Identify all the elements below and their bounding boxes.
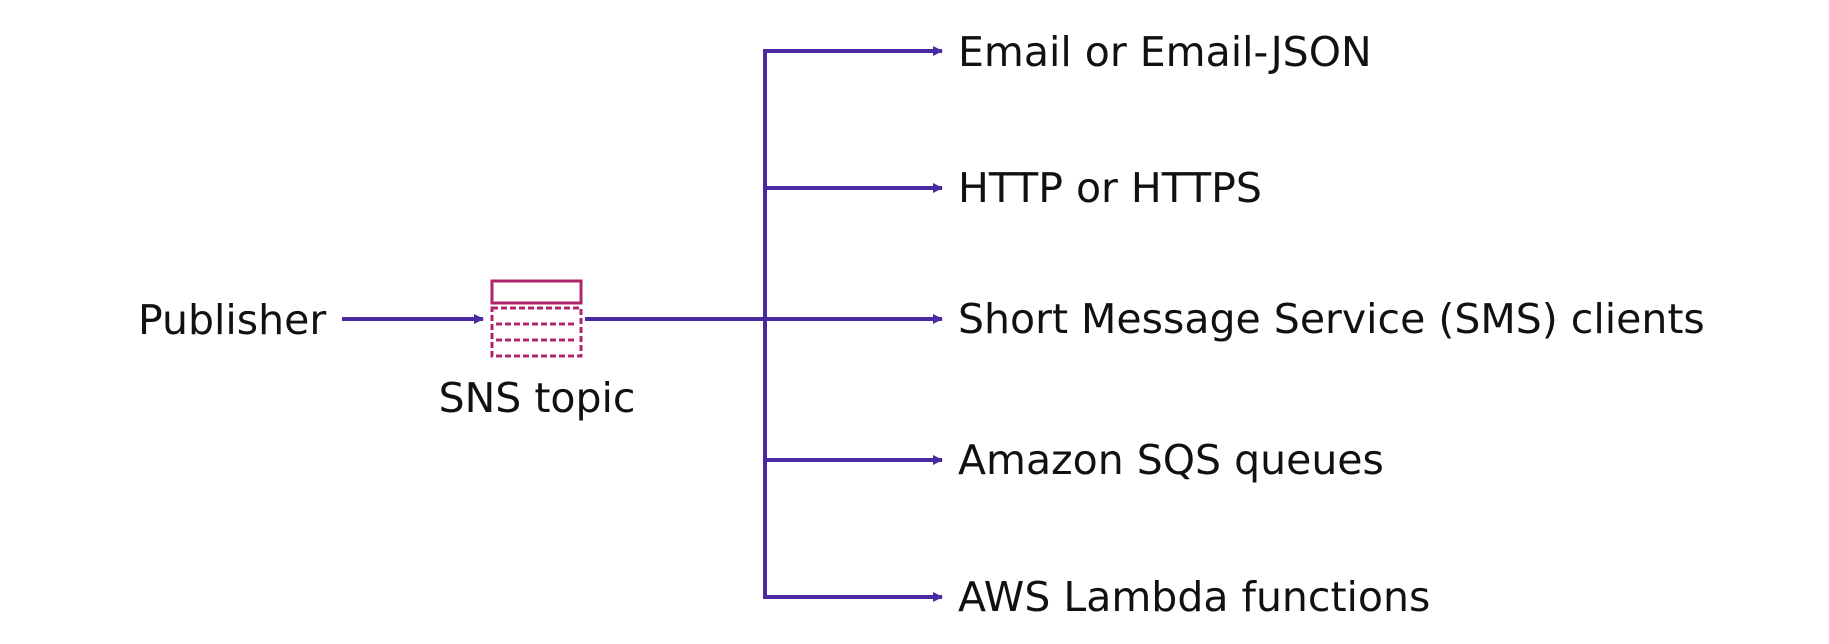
subscriber-label-lambda: AWS Lambda functions <box>958 573 1430 621</box>
topic-label: SNS topic <box>439 374 636 422</box>
subscriber-label-http: HTTP or HTTPS <box>958 164 1262 212</box>
subscriber-label-sms: Short Message Service (SMS) clients <box>958 295 1705 343</box>
publisher-label: Publisher <box>138 296 326 344</box>
subscriber-label-sqs: Amazon SQS queues <box>958 436 1384 484</box>
sns-topic-icon <box>490 279 583 358</box>
subscriber-label-email: Email or Email-JSON <box>958 28 1372 76</box>
